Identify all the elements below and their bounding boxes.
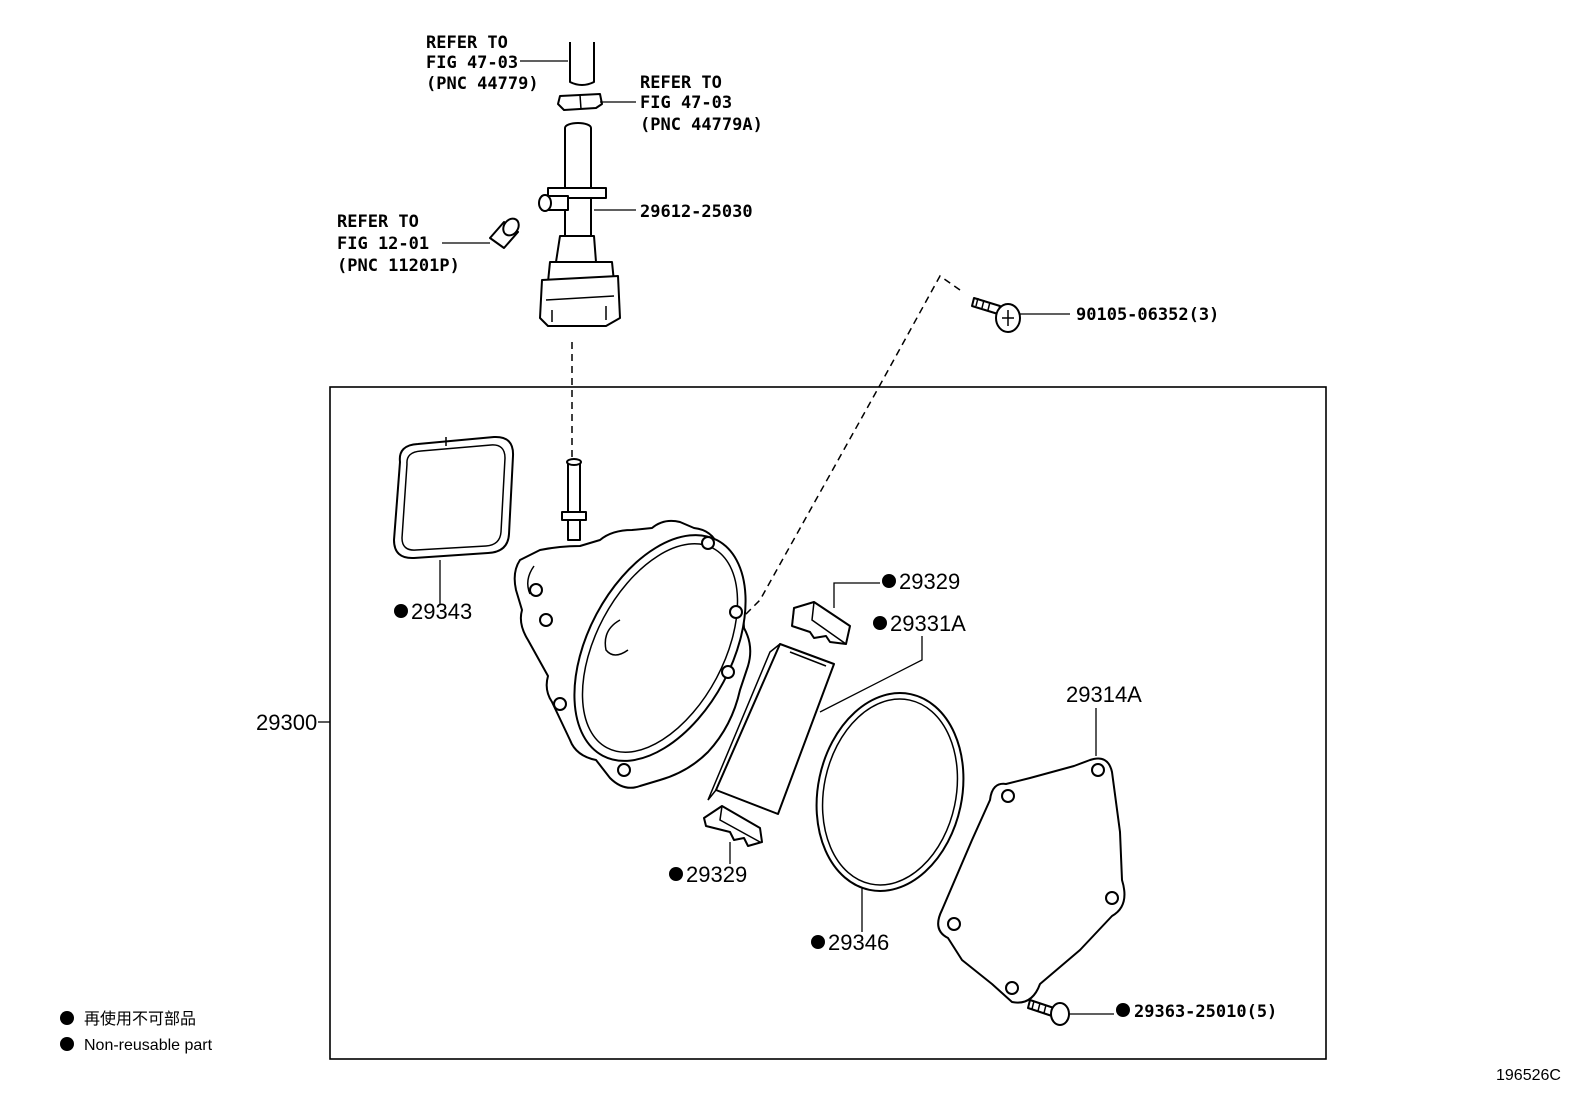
legend-line1: 再使用不可部品	[84, 1010, 196, 1028]
legend-dot-icon	[60, 1037, 74, 1051]
part-number-29343: 29343	[411, 599, 472, 624]
non-reusable-dot-icon	[1116, 1003, 1130, 1017]
hose-part	[569, 42, 595, 86]
ref-hose-line1: REFER TO	[426, 33, 508, 53]
part-number-29300: 29300	[256, 710, 317, 735]
ref-plug-line1: REFER TO	[337, 212, 419, 232]
part-number-29329-bottom: 29329	[686, 862, 747, 887]
legend-dot-icon	[60, 1011, 74, 1025]
bolt-part	[971, 297, 1021, 333]
figure-id: 196526C	[1496, 1067, 1561, 1084]
ref-hose-line3: (PNC 44779)	[426, 74, 539, 94]
part-number-29314a: 29314A	[1066, 682, 1142, 707]
part-number-29329-top: 29329	[899, 569, 960, 594]
vane-cap-top	[791, 601, 851, 645]
non-reusable-dot-icon	[882, 574, 896, 588]
cover-plate-29314a	[937, 757, 1126, 1004]
callout-ref-hose: REFER TO FIG 47-03 (PNC 44779)	[426, 33, 539, 94]
ref-hose-line2: FIG 47-03	[426, 53, 518, 73]
pump-housing	[513, 458, 752, 789]
callout-ref-clip: REFER TO FIG 47-03 (PNC 44779A)	[640, 73, 763, 135]
assembly-frame	[329, 386, 1327, 1060]
non-reusable-dot-icon	[811, 935, 825, 949]
o-ring-29346	[815, 692, 965, 892]
ref-clip-line3: (PNC 44779A)	[640, 115, 763, 135]
gasket-29343	[393, 435, 515, 560]
leader-lines	[318, 60, 1114, 1015]
ref-plug-line2: FIG 12-01	[337, 234, 429, 254]
dashed-line-bolt	[743, 274, 961, 617]
part-number-29363: 29363-25010(5)	[1134, 1002, 1277, 1022]
ref-plug-line3: (PNC 11201P)	[337, 256, 460, 276]
vacuum-tube-assembly	[538, 122, 621, 327]
non-reusable-dot-icon	[394, 604, 408, 618]
ref-clip-line2: FIG 47-03	[640, 93, 732, 113]
vane-cap-bottom	[703, 805, 763, 847]
part-number-29612: 29612-25030	[640, 202, 753, 222]
callout-ref-plug: REFER TO FIG 12-01 (PNC 11201P)	[337, 212, 460, 276]
non-reusable-dot-icon	[669, 867, 683, 881]
part-number-29346: 29346	[828, 930, 889, 955]
plug-part	[489, 217, 520, 249]
vane-29331a	[707, 643, 835, 815]
clip-part	[557, 93, 603, 111]
non-reusable-dot-icon	[873, 616, 887, 630]
ref-clip-line1: REFER TO	[640, 73, 722, 93]
part-number-90105: 90105-06352(3)	[1076, 305, 1219, 325]
screw-29363	[1027, 999, 1070, 1026]
legend: 再使用不可部品 Non-reusable part	[60, 1010, 213, 1054]
part-number-29331a: 29331A	[890, 611, 966, 636]
legend-line2: Non-reusable part	[84, 1037, 213, 1054]
